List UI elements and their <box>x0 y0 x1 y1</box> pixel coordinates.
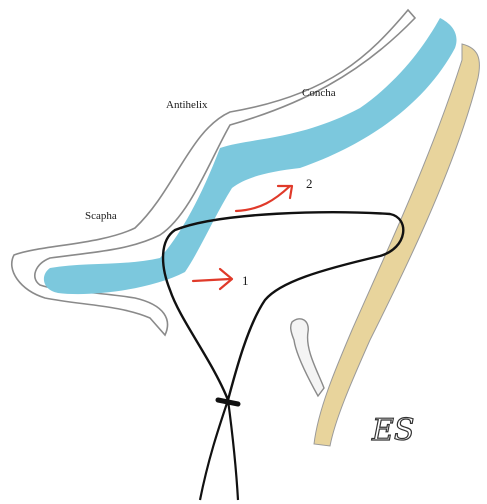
author-signature: ES <box>371 413 414 448</box>
suture-tail-left <box>200 400 228 500</box>
suture-tail-right <box>228 400 238 500</box>
arrow-1 <box>193 269 232 289</box>
label-scapha: Scapha <box>85 210 117 222</box>
label-concha: Concha <box>302 87 336 99</box>
suture-knot <box>218 400 238 404</box>
label-arrow-1: 1 <box>242 273 249 288</box>
label-arrow-2: 2 <box>306 176 313 191</box>
label-antihelix: Antihelix <box>166 99 208 111</box>
posterior-structure <box>291 319 324 396</box>
arrow-2 <box>236 186 292 211</box>
